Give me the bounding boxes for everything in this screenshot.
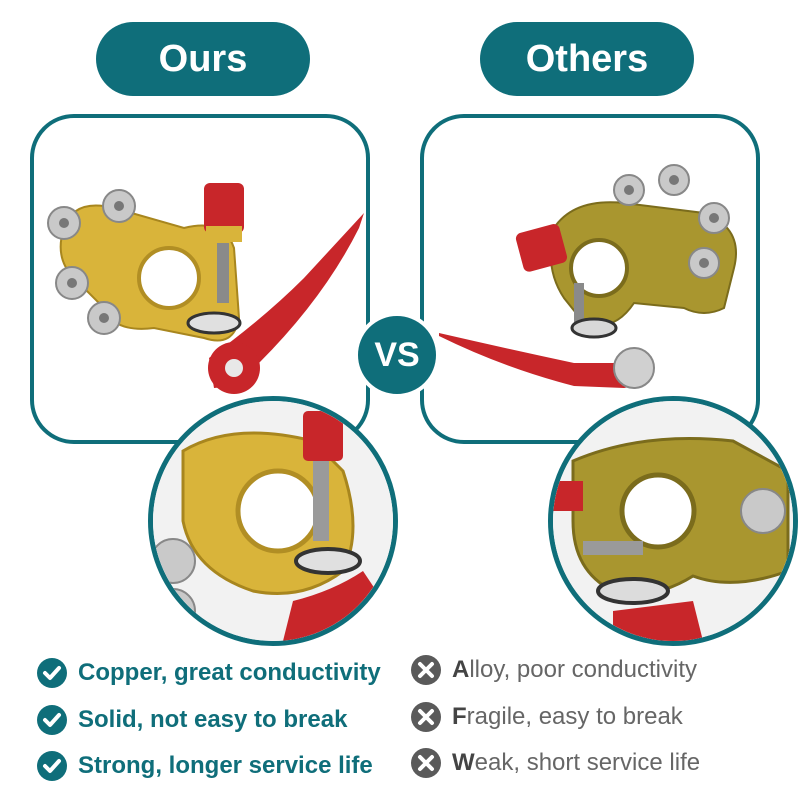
feature-initial: W [452,749,475,776]
feature-text: trong, longer service life [94,752,373,779]
check-circle-icon [37,658,67,688]
others-header-label: Others [525,37,649,80]
feature-initial: S [78,752,95,779]
ours-header: Ours [96,22,310,96]
ours-product-image [30,114,370,444]
x-circle-icon [411,655,441,685]
feature-text: eak, short service life [474,749,701,776]
feature-initial: F [452,703,467,730]
ours-closeup-image [148,396,398,646]
feature-text: ragile, easy to break [466,703,683,730]
x-circle-icon [411,702,441,732]
vs-label: VS [374,335,420,374]
others-product-image [420,114,760,444]
feature-text: lloy, poor conductivity [469,656,698,683]
check-circle-icon [37,705,67,735]
vs-badge: VS [354,312,440,398]
check-circle-icon [37,751,67,781]
feature-initial: A [452,656,470,683]
x-circle-icon [411,748,441,778]
feature-text: olid, not easy to break [94,706,348,733]
feature-text: opper, great conductivity [95,659,381,686]
feature-initial: S [78,706,95,733]
others-header: Others [480,22,694,96]
ours-header-label: Ours [158,37,248,80]
others-closeup-image [548,396,798,646]
feature-initial: C [78,659,96,686]
